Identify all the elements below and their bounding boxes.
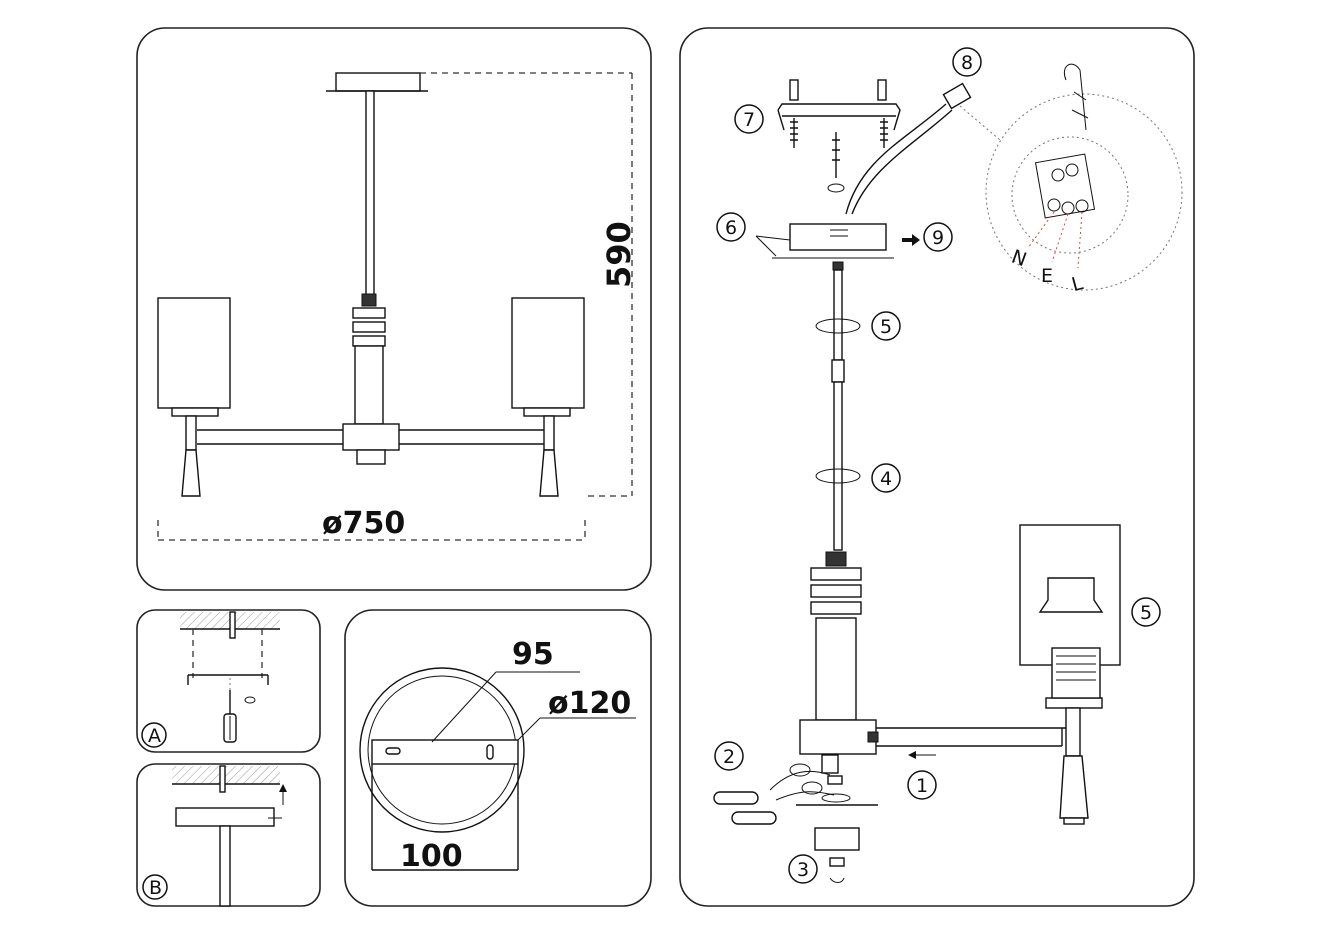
central-body bbox=[354, 345, 384, 425]
suspension-rod bbox=[365, 90, 375, 302]
screwdriver-icon bbox=[223, 690, 237, 743]
rotate-arrow-icon bbox=[815, 318, 861, 484]
canopy-plate bbox=[335, 72, 421, 92]
neutral-label: N bbox=[1009, 246, 1030, 272]
mounting-plate-panel: 95 ø120 100 bbox=[344, 609, 652, 907]
canopy bbox=[755, 223, 894, 259]
step-7-label: 7 bbox=[743, 109, 755, 131]
step-4-label: 4 bbox=[880, 468, 892, 490]
step-5-label: 5 bbox=[880, 316, 892, 338]
right-shade bbox=[511, 297, 585, 409]
rod-upper bbox=[833, 269, 843, 361]
left-shade bbox=[157, 297, 231, 409]
step-2-label: 2 bbox=[723, 746, 735, 768]
step-b-label: B bbox=[149, 877, 162, 899]
diameter-dimension: ø750 bbox=[322, 506, 405, 541]
plate-hole-dimension: 95 bbox=[512, 637, 554, 672]
assembly-body bbox=[815, 617, 857, 721]
assembly-hub bbox=[799, 719, 877, 755]
wiring-detail bbox=[959, 63, 1183, 291]
step-9-label: 9 bbox=[932, 227, 944, 249]
step-5b-label: 5 bbox=[1140, 602, 1152, 624]
right-arrow-icon bbox=[902, 234, 920, 246]
step-b-panel: B bbox=[136, 763, 321, 907]
assembly-panel: 7 8 N E L bbox=[679, 27, 1195, 907]
finial-cap bbox=[814, 827, 860, 851]
step-a-panel: A bbox=[136, 609, 321, 753]
step-8-label: 8 bbox=[961, 52, 973, 74]
step-1-label: 1 bbox=[916, 775, 928, 797]
step-3-label: 3 bbox=[797, 859, 809, 881]
wire-connectors bbox=[713, 754, 878, 825]
mounted-canopy bbox=[175, 807, 275, 827]
plate-diameter-dimension: ø120 bbox=[548, 686, 631, 721]
height-dimension: 590 bbox=[600, 221, 638, 288]
step-a-label: A bbox=[148, 725, 161, 747]
rod-lower bbox=[833, 381, 843, 551]
earth-label: E bbox=[1041, 265, 1053, 287]
mounting-bracket bbox=[777, 79, 901, 193]
overview-panel: 590 ø750 bbox=[136, 27, 652, 591]
plate-width-dimension: 100 bbox=[400, 839, 463, 874]
terminal-block bbox=[845, 82, 972, 215]
step-6-label: 6 bbox=[725, 217, 737, 239]
central-hub bbox=[342, 423, 400, 451]
